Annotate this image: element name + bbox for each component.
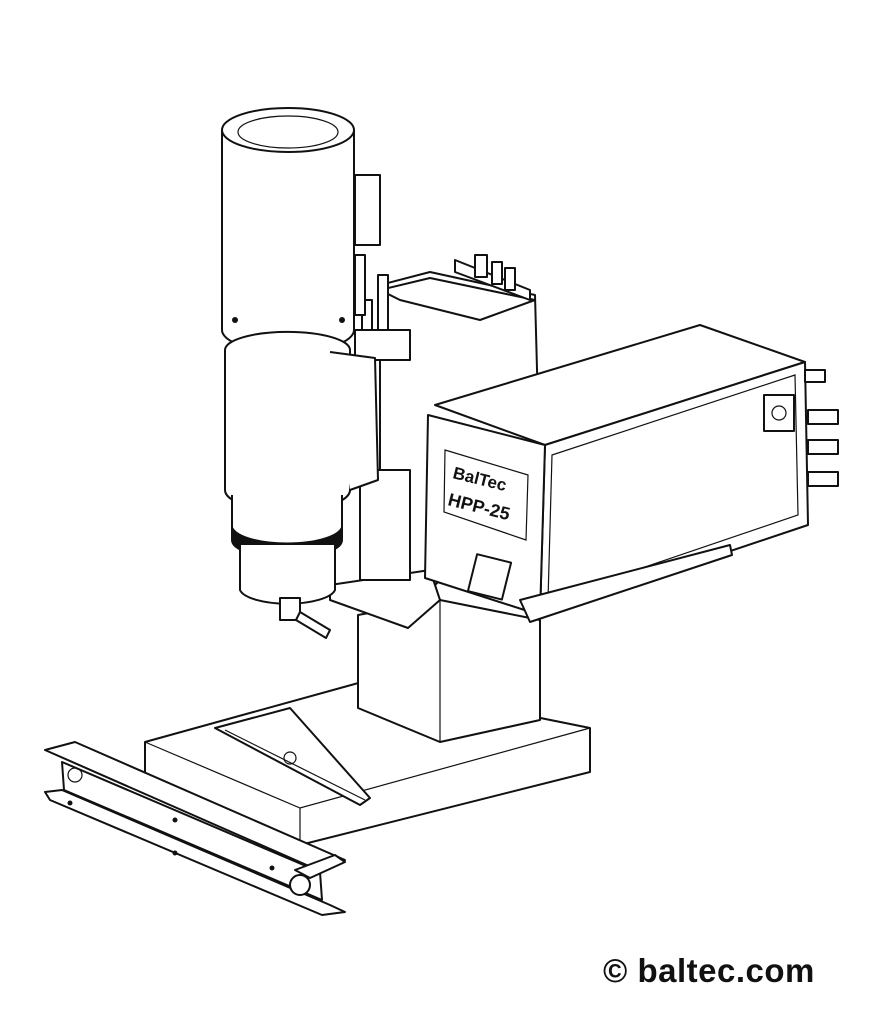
motor-cylinder — [221, 107, 381, 353]
control-box: BalTec HPP-25 — [424, 324, 839, 623]
spindle-housing — [224, 330, 379, 639]
emergency-switch-icon — [466, 553, 513, 601]
connector-icons — [804, 369, 839, 487]
valve-block — [354, 274, 411, 361]
copyright-notice: © baltec.com — [603, 952, 815, 989]
foot-rail — [44, 741, 346, 916]
